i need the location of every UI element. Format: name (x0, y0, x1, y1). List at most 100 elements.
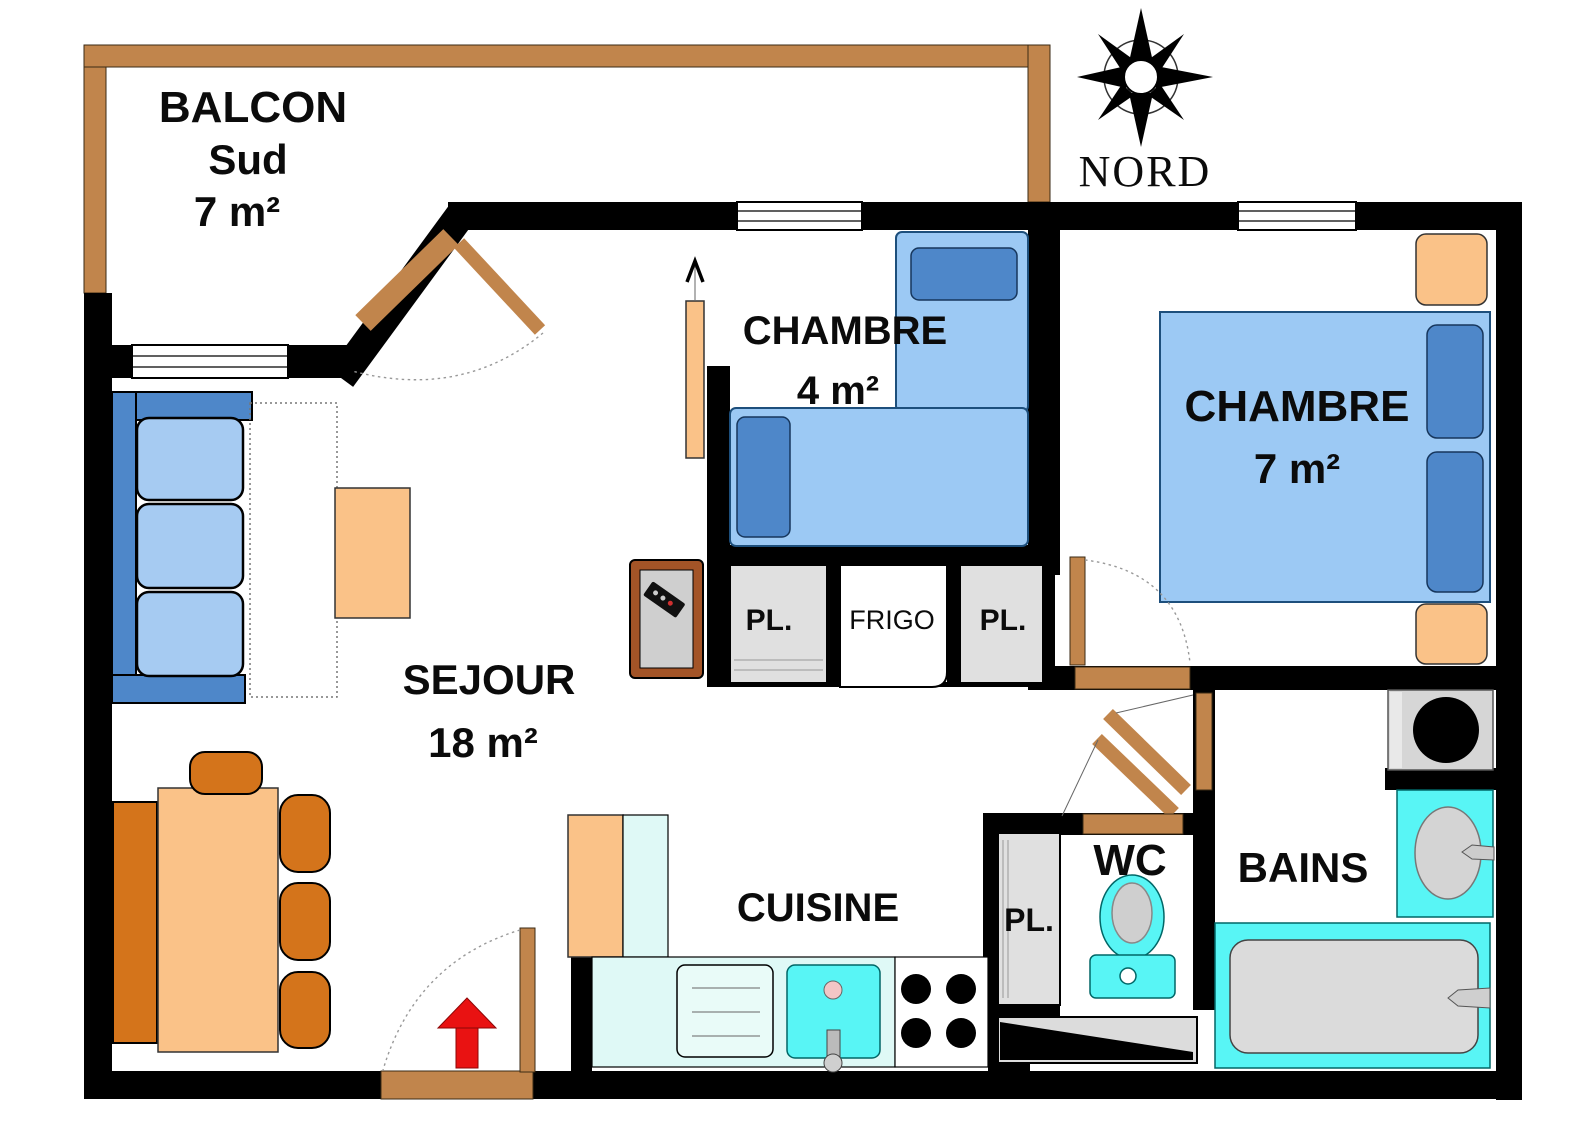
bed-pillow (1426, 451, 1484, 593)
washer-drum (1413, 697, 1479, 763)
dining-stool (279, 794, 331, 873)
bathroom-sink (1396, 789, 1495, 918)
bathtub (1214, 922, 1491, 1069)
wall-window-block-left (112, 345, 132, 378)
toilet-flush-button (1119, 967, 1137, 985)
entry-arrow-shaft (455, 1027, 479, 1069)
bed-pillow (910, 247, 1018, 301)
chambre-large-door-leaf (1069, 556, 1086, 666)
sofa-cushion (135, 502, 245, 590)
compass-center (1123, 59, 1159, 95)
bains-door-leaf (1195, 692, 1213, 791)
nightstand (1415, 233, 1488, 306)
compass-point-ne (1148, 34, 1184, 71)
pl-hall-left-label: PL. (746, 604, 793, 637)
stove-burner (946, 1018, 976, 1048)
sink-faucet-base (823, 1053, 843, 1073)
chambre-small-door-leaf (685, 300, 705, 459)
compass-point-se (1148, 84, 1184, 120)
tv-screen (639, 569, 694, 669)
window-chambre-small (736, 201, 863, 231)
balcon-area-label: 7 m² (194, 188, 280, 235)
pl-hall-right-label: PL. (980, 604, 1027, 637)
stove (894, 956, 989, 1068)
sink-faucet (1461, 844, 1495, 861)
wall-top (448, 202, 1522, 230)
sofa-cushion (135, 590, 245, 678)
door-arrow-head (685, 256, 705, 283)
closet-pl-hall-left (729, 564, 828, 684)
dining-table (157, 787, 279, 1053)
nightstand (1415, 603, 1488, 665)
entry-door-threshold (380, 1070, 534, 1100)
coffee-table (334, 487, 411, 619)
wc-door-threshold (1082, 813, 1184, 835)
compass-rose (1077, 8, 1213, 147)
wall-window-block-right (288, 345, 350, 378)
tv-remote (643, 581, 685, 618)
tv-remote-button (660, 595, 666, 601)
balcony-door-leaf (453, 238, 546, 335)
bathtub-basin (1229, 939, 1479, 1054)
window-glass (736, 201, 863, 231)
chambre-large-area-label: 7 m² (1254, 445, 1340, 492)
chambre-large-label: CHAMBRE (1185, 382, 1410, 431)
wall-left (84, 293, 112, 1099)
closet-body (729, 564, 828, 684)
wall-pl2-right-divider (1043, 565, 1055, 687)
dishwasher (676, 964, 774, 1058)
compass-point-sw (1098, 84, 1134, 120)
dishwasher-body (676, 964, 774, 1058)
dining-bench (112, 801, 158, 1044)
kitchen-sink (786, 964, 881, 1073)
entry-door-leaf (519, 927, 536, 1073)
compass-point-north (1129, 8, 1153, 62)
wall-washer-bottom (1385, 768, 1496, 790)
tv-remote-button (667, 600, 673, 606)
bathtub-faucet (1447, 987, 1491, 1009)
balcony-rail-right (1027, 44, 1051, 203)
closet-pl-hall-right (959, 564, 1044, 684)
wall-bottom (84, 1071, 1522, 1099)
sejour-label: SEJOUR (403, 656, 576, 703)
cuisine-label: CUISINE (737, 886, 899, 930)
toilet (1089, 874, 1176, 999)
washer-panel (1390, 692, 1402, 768)
stove-burner (901, 974, 931, 1004)
bains-label: BAINS (1238, 844, 1369, 891)
compass-point-west (1077, 66, 1126, 88)
balcony-door-swing-arc (351, 332, 544, 381)
entry-arrow-head (436, 997, 498, 1029)
sofa-cushion (135, 416, 245, 502)
dining-stool (279, 882, 331, 961)
wall-pl1-frigo-divider (827, 565, 840, 687)
wall-kitchen-left-pillar (571, 955, 592, 1075)
fridge (839, 564, 948, 688)
balcon-orientation-label: Sud (208, 136, 287, 183)
window-sejour-balcony (131, 344, 289, 379)
stove-burner (946, 974, 976, 1004)
pl-wc-label: PL. (1004, 902, 1054, 938)
sofa-frame-back (111, 391, 137, 704)
bed-pillow (736, 416, 791, 538)
chambre-small-area-label: 4 m² (797, 369, 879, 413)
technical-shaft-wedge (1000, 1022, 1193, 1060)
sejour-area-label: 18 m² (428, 719, 538, 766)
chambre-large-door-threshold (1074, 666, 1191, 690)
entry-door-swing-arc (382, 929, 521, 1071)
balcony-rail-left (83, 44, 107, 294)
dining-stool (189, 751, 263, 795)
wall-chambre-divider (1028, 228, 1060, 568)
balcony-door-frame (355, 229, 459, 331)
sofa-bed-outline (249, 402, 338, 698)
tv-unit (629, 559, 704, 679)
compass-point-east (1156, 66, 1213, 88)
chambre-small-label: CHAMBRE (743, 309, 947, 353)
bed-single-horizontal (729, 407, 1029, 547)
washing-machine (1387, 689, 1494, 771)
balcony-rail-top (83, 44, 1051, 68)
hall-door-swing-line (1061, 739, 1099, 817)
hall-door-swing-line (1115, 694, 1194, 714)
